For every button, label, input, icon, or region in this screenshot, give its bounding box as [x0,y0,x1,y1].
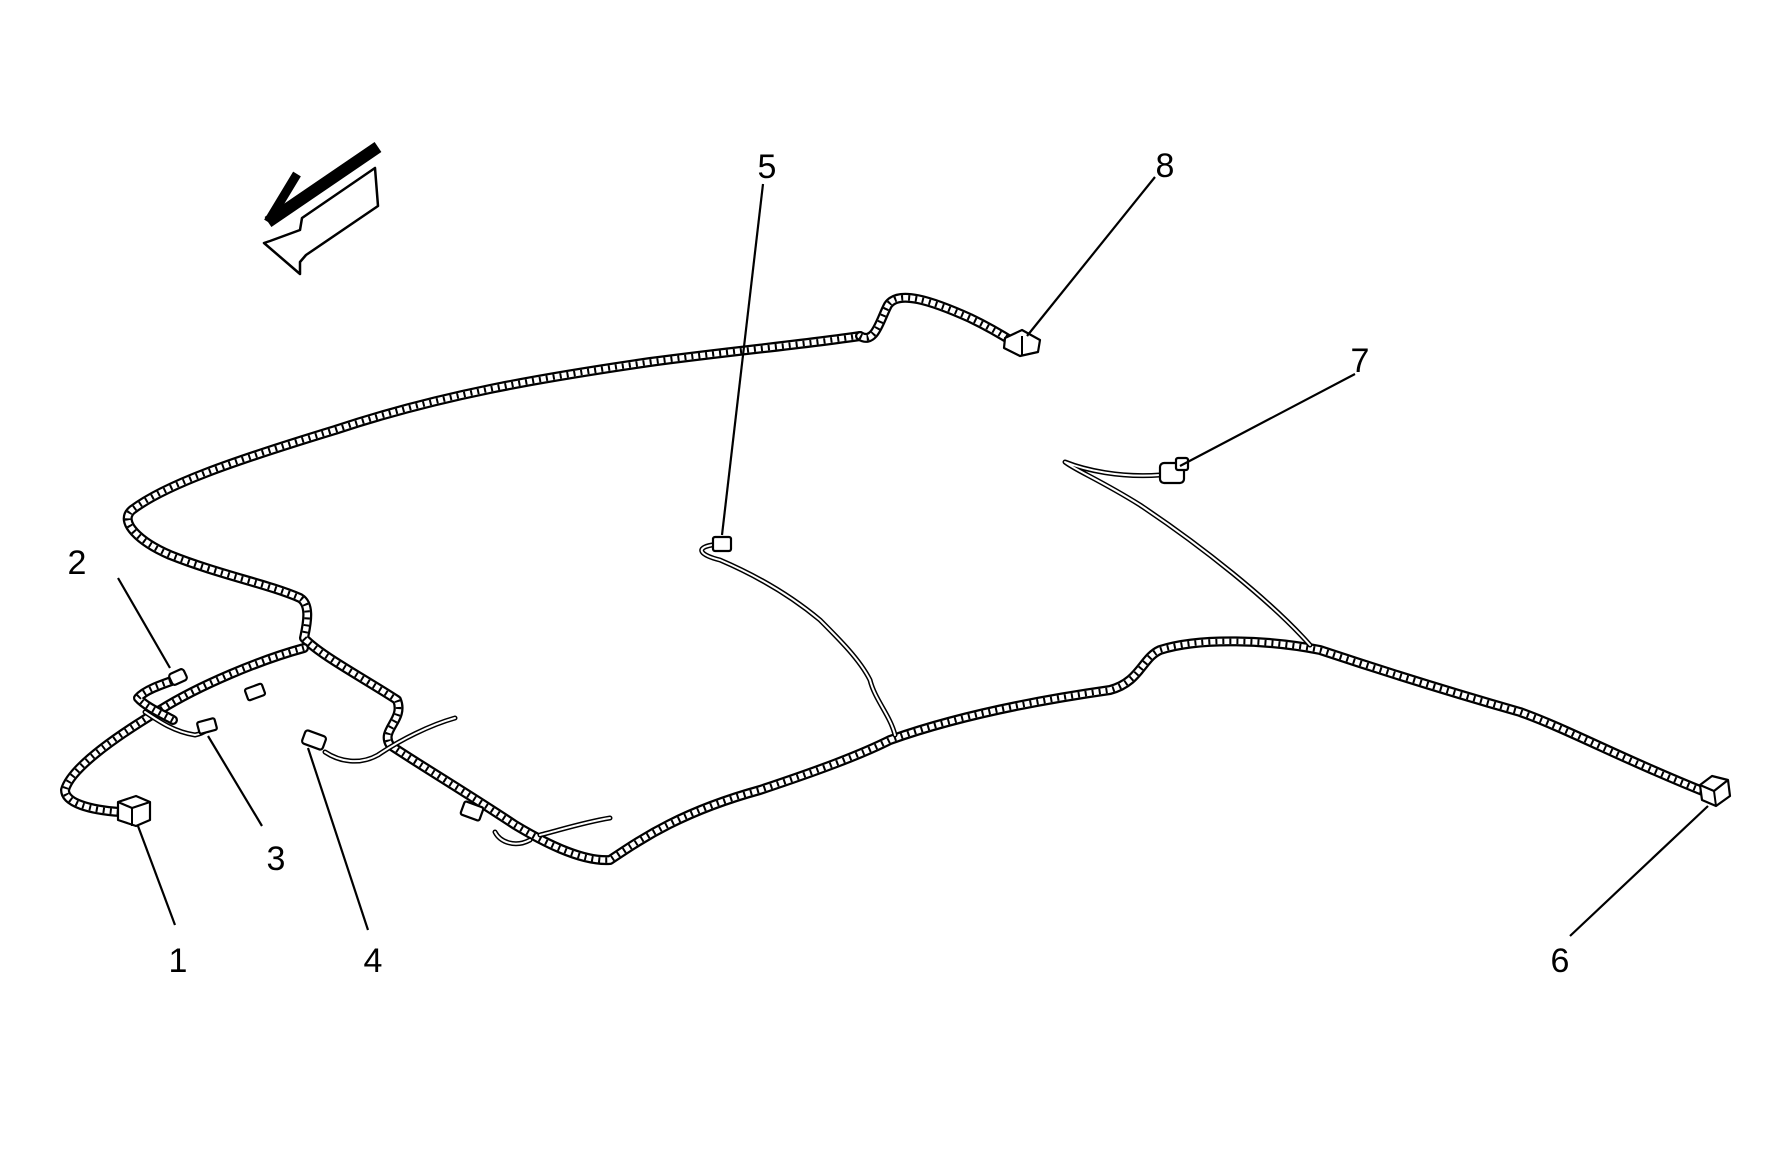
callout-1: 1 [169,942,188,980]
front-direction-arrow-icon [262,142,382,276]
callout-7: 7 [1351,342,1370,380]
connector-1 [116,794,152,828]
callout-3: 3 [267,840,286,878]
connector-5 [711,535,733,553]
connector-2 [168,668,188,686]
callout-5: 5 [758,148,777,186]
connectors [116,328,1732,828]
harness-clip [243,682,485,822]
connector-4 [301,729,327,751]
connector-8 [1002,328,1042,358]
callout-4: 4 [364,942,383,980]
callout-labels: 1 2 3 4 5 6 7 8 [68,147,1570,980]
callout-8: 8 [1156,147,1175,185]
connector-6 [1698,774,1732,808]
thin-wires [142,459,1313,847]
callout-2: 2 [68,544,87,582]
connector-3 [196,717,218,735]
main-harness [60,292,1710,866]
callout-6: 6 [1551,942,1570,980]
connector-7 [1158,456,1190,485]
leader-lines [117,176,1709,937]
